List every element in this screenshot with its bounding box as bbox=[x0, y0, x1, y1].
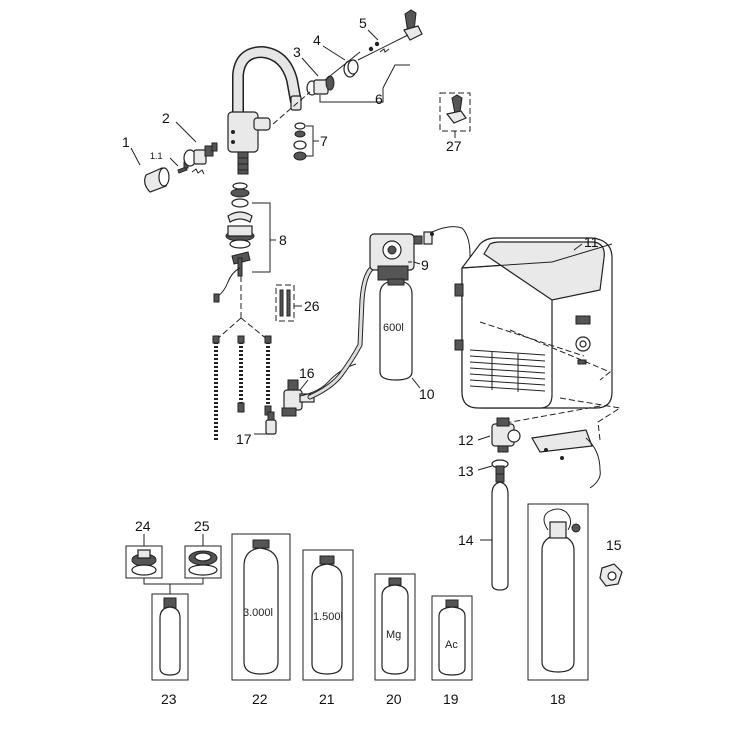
part-9-filter-head bbox=[369, 233, 415, 281]
part-22-filter-3000l: 3.000l bbox=[231, 533, 291, 681]
filter-19-type: Ac bbox=[445, 639, 458, 651]
part-10-filter-cartridge: 600l bbox=[379, 278, 413, 381]
part-12-co2-regulator bbox=[491, 417, 521, 453]
part-26-clip bbox=[275, 284, 295, 322]
label-part-9: 9 bbox=[421, 257, 429, 273]
unit-vents bbox=[469, 349, 546, 392]
part-19-filter-ac: Ac bbox=[431, 595, 473, 681]
label-part-13: 13 bbox=[458, 463, 474, 479]
label-part-19: 19 bbox=[443, 691, 459, 707]
label-part-10: 10 bbox=[419, 386, 435, 402]
part-4-aerator-ring bbox=[343, 59, 359, 78]
label-part-27: 27 bbox=[446, 138, 462, 154]
part-21-filter-1500l: 1.500l bbox=[302, 549, 354, 681]
label-part-3: 3 bbox=[293, 44, 301, 60]
label-part-26: 26 bbox=[304, 298, 320, 314]
label-part-1-1: 1.1 bbox=[150, 151, 163, 161]
label-part-8: 8 bbox=[279, 232, 287, 248]
label-part-16: 16 bbox=[299, 365, 315, 381]
faucet-cable bbox=[217, 267, 241, 297]
co2-hose-cable bbox=[531, 429, 601, 489]
part-8-mounting-set bbox=[225, 182, 255, 277]
faucet-supply-hoses bbox=[212, 335, 272, 440]
label-part-7: 7 bbox=[320, 133, 328, 149]
part-25-filter-head bbox=[184, 545, 222, 579]
part-16-angle-valve bbox=[281, 363, 357, 417]
label-part-20: 20 bbox=[386, 691, 402, 707]
part-3-aerator bbox=[306, 75, 335, 96]
part-13-adapter bbox=[491, 459, 509, 475]
label-part-14: 14 bbox=[458, 532, 474, 548]
part-5-lever bbox=[368, 9, 423, 53]
part-14-co2-bottle bbox=[491, 473, 509, 591]
label-part-25: 25 bbox=[194, 518, 210, 534]
part-11-chiller-unit bbox=[454, 237, 613, 409]
label-part-22: 22 bbox=[252, 691, 268, 707]
label-part-23: 23 bbox=[161, 691, 177, 707]
label-part-2: 2 bbox=[162, 110, 170, 126]
label-part-18: 18 bbox=[550, 691, 566, 707]
part-17-fitting bbox=[265, 411, 277, 435]
part-27-lever bbox=[439, 92, 471, 132]
filter-21-capacity: 1.500l bbox=[313, 611, 343, 623]
filter-22-capacity: 3.000l bbox=[243, 607, 273, 619]
filter-20-type: Mg bbox=[386, 629, 401, 641]
label-part-24: 24 bbox=[135, 518, 151, 534]
label-part-11: 11 bbox=[584, 234, 599, 250]
part-24-filter-head bbox=[125, 545, 163, 579]
label-part-6: 6 bbox=[375, 91, 383, 107]
label-part-5: 5 bbox=[359, 15, 367, 31]
part-7-o-rings bbox=[293, 122, 307, 161]
label-part-17: 17 bbox=[236, 431, 252, 447]
part-1-handle bbox=[144, 161, 205, 193]
filter-connectors bbox=[413, 231, 434, 245]
faucet-assembly bbox=[227, 45, 302, 175]
label-part-12: 12 bbox=[458, 432, 474, 448]
part-2-cartridge bbox=[183, 142, 218, 167]
part-15-fitting bbox=[599, 563, 623, 587]
label-part-15: 15 bbox=[606, 537, 622, 553]
filter-10-capacity: 600l bbox=[383, 322, 404, 334]
label-part-21: 21 bbox=[319, 691, 335, 707]
part-labels: 1 1.1 2 3 4 5 6 7 8 9 10 11 12 13 14 15 … bbox=[122, 15, 622, 707]
part-23-filter-small bbox=[151, 593, 189, 681]
label-part-1: 1 bbox=[122, 134, 130, 150]
part-18-large-co2-bottle bbox=[527, 503, 589, 681]
label-part-4: 4 bbox=[313, 32, 321, 48]
part-20-filter-mg: Mg bbox=[374, 573, 416, 681]
